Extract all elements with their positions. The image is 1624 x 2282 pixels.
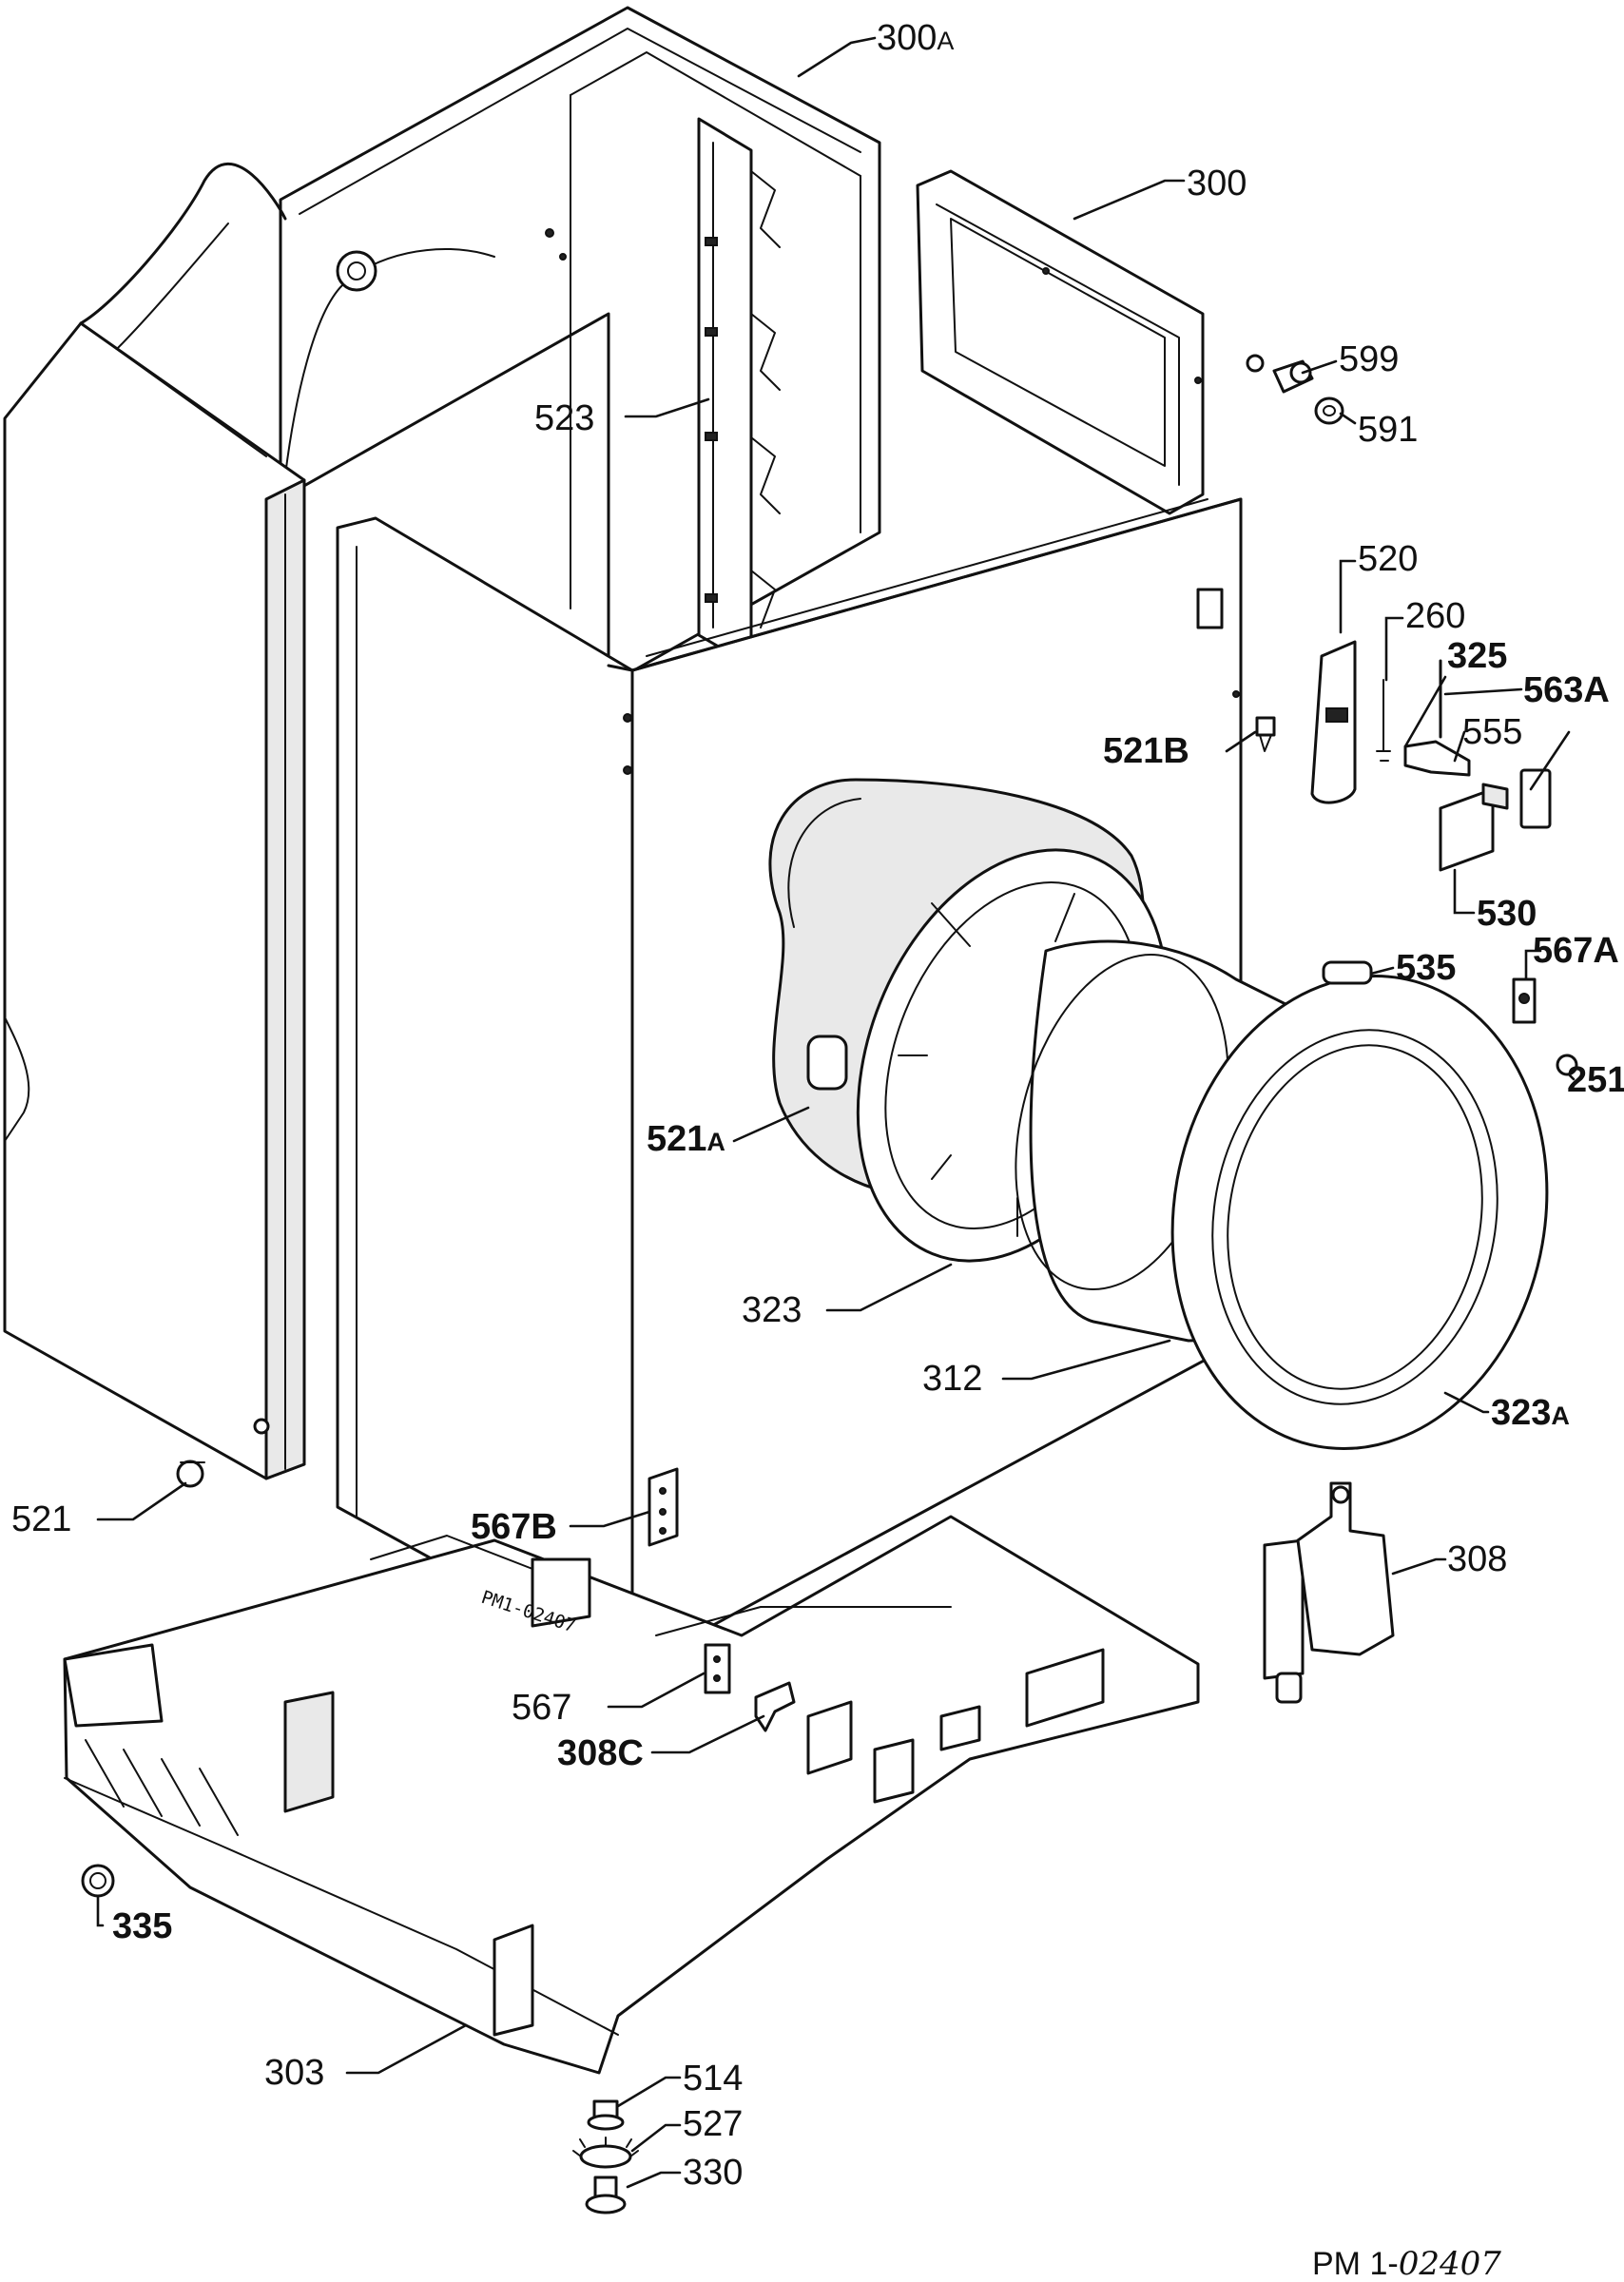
- part-599-knob: [1246, 354, 1314, 394]
- part-260-spring: [1376, 679, 1391, 762]
- label-330: 330: [683, 2153, 743, 2193]
- part-521b-screw: [1255, 716, 1276, 752]
- part-308c-clip: [754, 1681, 796, 1732]
- label-567a: 567A: [1533, 931, 1619, 971]
- label-523: 523: [534, 398, 594, 438]
- label-325: 325: [1447, 636, 1507, 676]
- label-303: 303: [264, 2053, 324, 2093]
- label-591: 591: [1358, 410, 1418, 450]
- label-521b: 521B: [1103, 731, 1189, 771]
- label-530: 530: [1477, 894, 1537, 934]
- label-308: 308: [1447, 1539, 1507, 1579]
- right-frame-300: [916, 169, 1205, 515]
- base-frame-303: [63, 1515, 1200, 2075]
- label-567b: 567B: [471, 1507, 557, 1547]
- part-591-washer: [1314, 396, 1344, 425]
- part-527-star-washer: [572, 2137, 639, 2169]
- label-514: 514: [683, 2059, 743, 2098]
- label-521a: 521A: [647, 1119, 725, 1159]
- part-325-lever: [1403, 740, 1471, 777]
- part-520-handle: [1310, 640, 1357, 804]
- label-521: 521: [11, 1499, 71, 1539]
- label-527: 527: [683, 2104, 743, 2144]
- part-308-hinge: [1263, 1481, 1395, 1704]
- part-251-nut: [1556, 1054, 1578, 1076]
- part-530-hinge-block: [1439, 768, 1552, 872]
- part-330-foot: [585, 2176, 627, 2214]
- drawing-reference: PM 1-02407: [1312, 2245, 1501, 2282]
- part-521-screw: [176, 1460, 205, 1488]
- label-323a: 323A: [1491, 1393, 1570, 1433]
- label-260: 260: [1405, 596, 1465, 636]
- label-599: 599: [1339, 339, 1399, 379]
- part-514-bolt: [587, 2099, 625, 2131]
- label-300a: 300A: [877, 18, 954, 58]
- label-520: 520: [1358, 539, 1418, 579]
- leader-lines: [96, 36, 1576, 2189]
- label-567: 567: [512, 1688, 571, 1728]
- left-side-panel: [3, 321, 306, 1480]
- label-308c: 308C: [557, 1733, 644, 1773]
- door-ring-323a: [1170, 974, 1549, 1451]
- callout-labels: 300A 300 599 591 523 520 260 325 563A 55…: [11, 18, 1624, 2193]
- part-335-foot: [81, 1864, 115, 1898]
- label-535: 535: [1396, 948, 1456, 988]
- part-567a-plate: [1512, 977, 1537, 1024]
- part-535-pin: [1322, 960, 1373, 985]
- label-323: 323: [742, 1290, 802, 1330]
- label-335: 335: [112, 1906, 172, 1946]
- part-567-bracket: [704, 1643, 731, 1694]
- label-312: 312: [922, 1359, 982, 1399]
- label-300: 300: [1187, 164, 1247, 203]
- label-563a: 563A: [1523, 670, 1610, 710]
- label-555: 555: [1462, 712, 1522, 752]
- label-251: 251: [1567, 1060, 1624, 1100]
